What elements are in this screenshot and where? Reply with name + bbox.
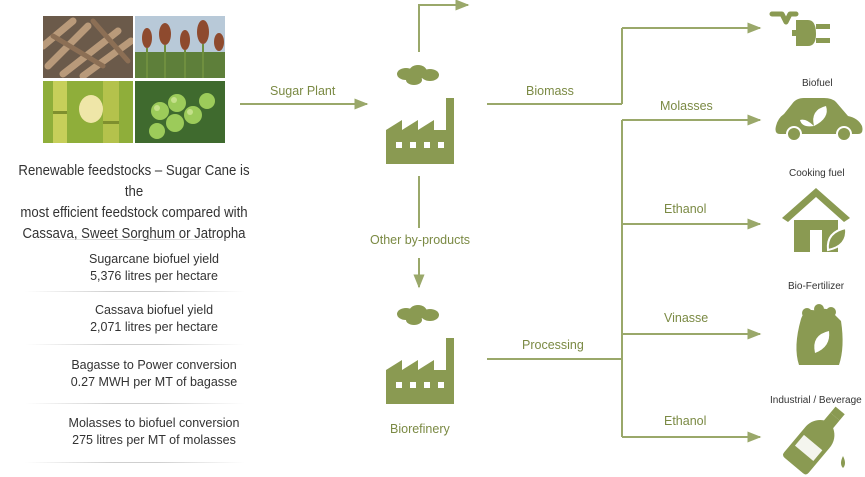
stat-title: Sugarcane biofuel yield bbox=[89, 252, 219, 266]
stat-sugarcane-yield: Sugarcane biofuel yield 5,376 litres per… bbox=[40, 251, 268, 285]
divider bbox=[25, 462, 245, 463]
label-biorefinery: Biorefinery bbox=[390, 422, 450, 436]
label-other-byproducts: Other by-products bbox=[370, 233, 471, 247]
stat-value: 0.27 MWH per MT of bagasse bbox=[70, 375, 238, 389]
label-vinasse: Vinasse bbox=[664, 311, 709, 325]
output-industrial-beverage: Industrial / Beverage bbox=[770, 395, 862, 406]
intro-line-1: Renewable feedstocks – Sugar Cane is the bbox=[18, 162, 250, 200]
stat-title: Cassava biofuel yield bbox=[94, 303, 214, 317]
output-biofuel: Biofuel bbox=[802, 78, 833, 89]
label-ethanol-1: Ethanol bbox=[664, 202, 707, 216]
stat-value: 275 litres per MT of molasses bbox=[72, 433, 236, 447]
output-cooking-fuel: Cooking fuel bbox=[789, 168, 845, 179]
divider bbox=[25, 291, 245, 292]
stat-value: 2,071 litres per hectare bbox=[90, 320, 218, 334]
output-bio-fertilizer: Bio-Fertilizer bbox=[788, 281, 845, 292]
stat-cassava-yield: Cassava biofuel yield 2,071 litres per h… bbox=[40, 302, 268, 336]
label-molasses: Molasses bbox=[660, 99, 713, 113]
intro-line-3: Cassava, Sweet Sorghum or Jatropha bbox=[22, 225, 246, 242]
divider bbox=[25, 344, 245, 345]
label-sugar-plant: Sugar Plant bbox=[270, 84, 336, 98]
label-ethanol-2: Ethanol bbox=[664, 414, 707, 428]
factory-icon bbox=[386, 65, 454, 164]
factory-icon bbox=[386, 305, 454, 404]
stat-bagasse-conversion: Bagasse to Power conversion 0.27 MWH per… bbox=[40, 357, 268, 391]
divider bbox=[25, 403, 245, 404]
stat-molasses-conversion: Molasses to biofuel conversion 275 litre… bbox=[40, 415, 268, 449]
sweet-sorghum-photo bbox=[135, 16, 225, 78]
jatropha-fruit-photo bbox=[135, 81, 225, 143]
divider bbox=[25, 239, 245, 240]
cassava-roots-photo bbox=[43, 16, 133, 78]
fertilizer-bag-icon bbox=[796, 304, 843, 365]
arrow-top-output bbox=[418, 0, 470, 52]
car-leaf-icon bbox=[775, 98, 863, 142]
label-biomass: Biomass bbox=[526, 84, 574, 98]
stat-title: Molasses to biofuel conversion bbox=[68, 416, 240, 430]
house-leaf-icon bbox=[782, 188, 850, 252]
label-processing: Processing bbox=[522, 338, 584, 352]
intro-line-2: most efficient feedstock compared with bbox=[20, 204, 248, 221]
stat-title: Bagasse to Power conversion bbox=[71, 358, 237, 372]
stat-value: 5,376 litres per hectare bbox=[90, 269, 218, 283]
sugarcane-stalk-photo bbox=[43, 81, 133, 143]
bottle-icon bbox=[783, 406, 845, 475]
power-plug-icon bbox=[769, 11, 830, 46]
feedstock-intro-text: Renewable feedstocks – Sugar Cane is the… bbox=[16, 160, 252, 244]
